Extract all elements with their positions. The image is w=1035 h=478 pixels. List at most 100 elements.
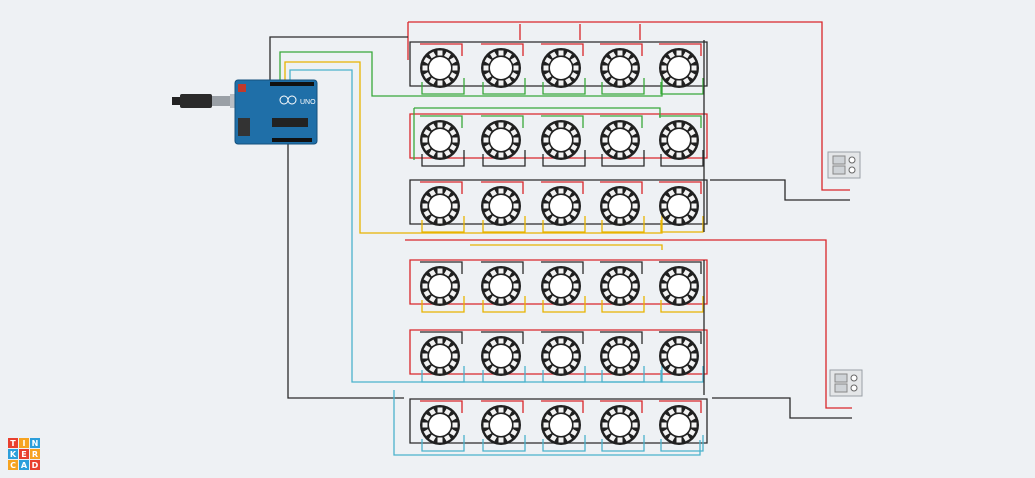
ring-data-wire[interactable]: [482, 150, 526, 167]
ring-data-wire[interactable]: [542, 435, 586, 452]
ring-data-wire[interactable]: [542, 78, 586, 95]
ring-power-wire[interactable]: [420, 43, 463, 56]
ring-power-wire[interactable]: [541, 43, 584, 56]
arduino-ground-lower[interactable]: [287, 144, 404, 399]
ring-data-wire[interactable]: [542, 216, 586, 233]
battery-bus-red-lower[interactable]: [405, 239, 852, 409]
neopixel-ring[interactable]: [541, 120, 581, 160]
neopixel-ring[interactable]: [659, 266, 699, 306]
ring-data-wire[interactable]: [660, 150, 704, 167]
ring-power-wire[interactable]: [481, 115, 524, 128]
ring-data-wire[interactable]: [482, 296, 526, 313]
neopixel-ring[interactable]: [481, 266, 521, 306]
ring-layer[interactable]: [420, 48, 699, 445]
ring-data-wire[interactable]: [421, 78, 465, 95]
ring-data-wire[interactable]: [660, 296, 704, 313]
neopixel-ring[interactable]: [600, 48, 640, 88]
ring-power-wire[interactable]: [659, 261, 702, 274]
arduino-ground-wire[interactable]: [269, 36, 408, 80]
arduino-pcb[interactable]: [234, 79, 318, 145]
ring-power-wire[interactable]: [659, 181, 702, 194]
ring-power-wire[interactable]: [600, 400, 643, 413]
ring-data-wire[interactable]: [660, 366, 704, 383]
arduino-data-yellow[interactable]: [284, 61, 663, 234]
ring-power-wire[interactable]: [600, 331, 643, 344]
bus-drop-red[interactable]: [519, 24, 641, 40]
row-link-yellow[interactable]: [470, 244, 663, 250]
ring-power-wire[interactable]: [420, 261, 463, 274]
ring-power-wire[interactable]: [420, 400, 463, 413]
neopixel-ring[interactable]: [600, 186, 640, 226]
ring-data-wire[interactable]: [601, 216, 645, 233]
ring-data-wire[interactable]: [601, 435, 645, 452]
ring-power-wire[interactable]: [481, 181, 524, 194]
wire-layer[interactable]: [269, 21, 852, 456]
ring-data-wire[interactable]: [660, 435, 704, 452]
row-frame-wire[interactable]: [409, 41, 708, 87]
ring-power-wire[interactable]: [541, 115, 584, 128]
arduino-data-green[interactable]: [279, 51, 663, 97]
ring-power-wire[interactable]: [659, 331, 702, 344]
neopixel-ring[interactable]: [600, 405, 640, 445]
neopixel-ring[interactable]: [659, 48, 699, 88]
ring-data-wire[interactable]: [421, 216, 465, 233]
ring-power-wire[interactable]: [600, 115, 643, 128]
ring-power-wire[interactable]: [600, 261, 643, 274]
neopixel-ring[interactable]: [541, 336, 581, 376]
ring-data-wire[interactable]: [542, 150, 586, 167]
row-frame-wire[interactable]: [409, 398, 708, 444]
ring-power-wire[interactable]: [659, 400, 702, 413]
row-frame-wire[interactable]: [409, 329, 708, 375]
neopixel-ring[interactable]: [541, 48, 581, 88]
neopixel-ring[interactable]: [420, 336, 460, 376]
ring-power-wire[interactable]: [541, 400, 584, 413]
ring-data-wire[interactable]: [601, 150, 645, 167]
neopixel-ring[interactable]: [481, 336, 521, 376]
ring-data-wire[interactable]: [660, 78, 704, 95]
row-link-cyan[interactable]: [393, 390, 701, 456]
neopixel-ring[interactable]: [420, 186, 460, 226]
neopixel-ring[interactable]: [541, 266, 581, 306]
neopixel-ring[interactable]: [659, 186, 699, 226]
row-frame-wire[interactable]: [409, 113, 708, 159]
ring-data-wire[interactable]: [660, 216, 704, 233]
ring-data-wire[interactable]: [482, 435, 526, 452]
neopixel-ring[interactable]: [420, 266, 460, 306]
ring-power-wire[interactable]: [420, 115, 463, 128]
ring-power-wire[interactable]: [541, 261, 584, 274]
neopixel-ring[interactable]: [481, 120, 521, 160]
neopixel-ring[interactable]: [481, 186, 521, 226]
neopixel-ring[interactable]: [481, 48, 521, 88]
ring-power-wire[interactable]: [541, 331, 584, 344]
ring-power-wire[interactable]: [481, 43, 524, 56]
ring-power-wire[interactable]: [420, 331, 463, 344]
arduino-board[interactable]: UNO: [172, 79, 318, 145]
row-frame-wire[interactable]: [409, 259, 708, 305]
ring-power-wire[interactable]: [600, 43, 643, 56]
neopixel-ring[interactable]: [541, 186, 581, 226]
ring-data-wire[interactable]: [421, 296, 465, 313]
ring-data-wire[interactable]: [421, 150, 465, 167]
ring-power-wire[interactable]: [481, 400, 524, 413]
row-frame-wire[interactable]: [409, 179, 708, 225]
neopixel-ring[interactable]: [659, 405, 699, 445]
ring-power-wire[interactable]: [600, 181, 643, 194]
ring-data-wire[interactable]: [482, 216, 526, 233]
neopixel-ring[interactable]: [600, 336, 640, 376]
ring-data-wire[interactable]: [601, 296, 645, 313]
ring-power-wire[interactable]: [420, 181, 463, 194]
ring-power-wire[interactable]: [659, 43, 702, 56]
battery-bus-black-lower[interactable]: [712, 397, 852, 419]
battery-bus-red[interactable]: [407, 21, 850, 191]
neopixel-ring[interactable]: [420, 48, 460, 88]
ring-data-wire[interactable]: [601, 78, 645, 95]
battery-bus-black[interactable]: [710, 179, 850, 201]
ring-data-wire[interactable]: [421, 435, 465, 452]
neopixel-ring[interactable]: [600, 120, 640, 160]
neopixel-ring[interactable]: [541, 405, 581, 445]
neopixel-ring[interactable]: [600, 266, 640, 306]
neopixel-ring[interactable]: [420, 120, 460, 160]
neopixel-ring[interactable]: [659, 336, 699, 376]
ring-power-wire[interactable]: [481, 261, 524, 274]
arduino-data-cyan[interactable]: [289, 69, 663, 383]
